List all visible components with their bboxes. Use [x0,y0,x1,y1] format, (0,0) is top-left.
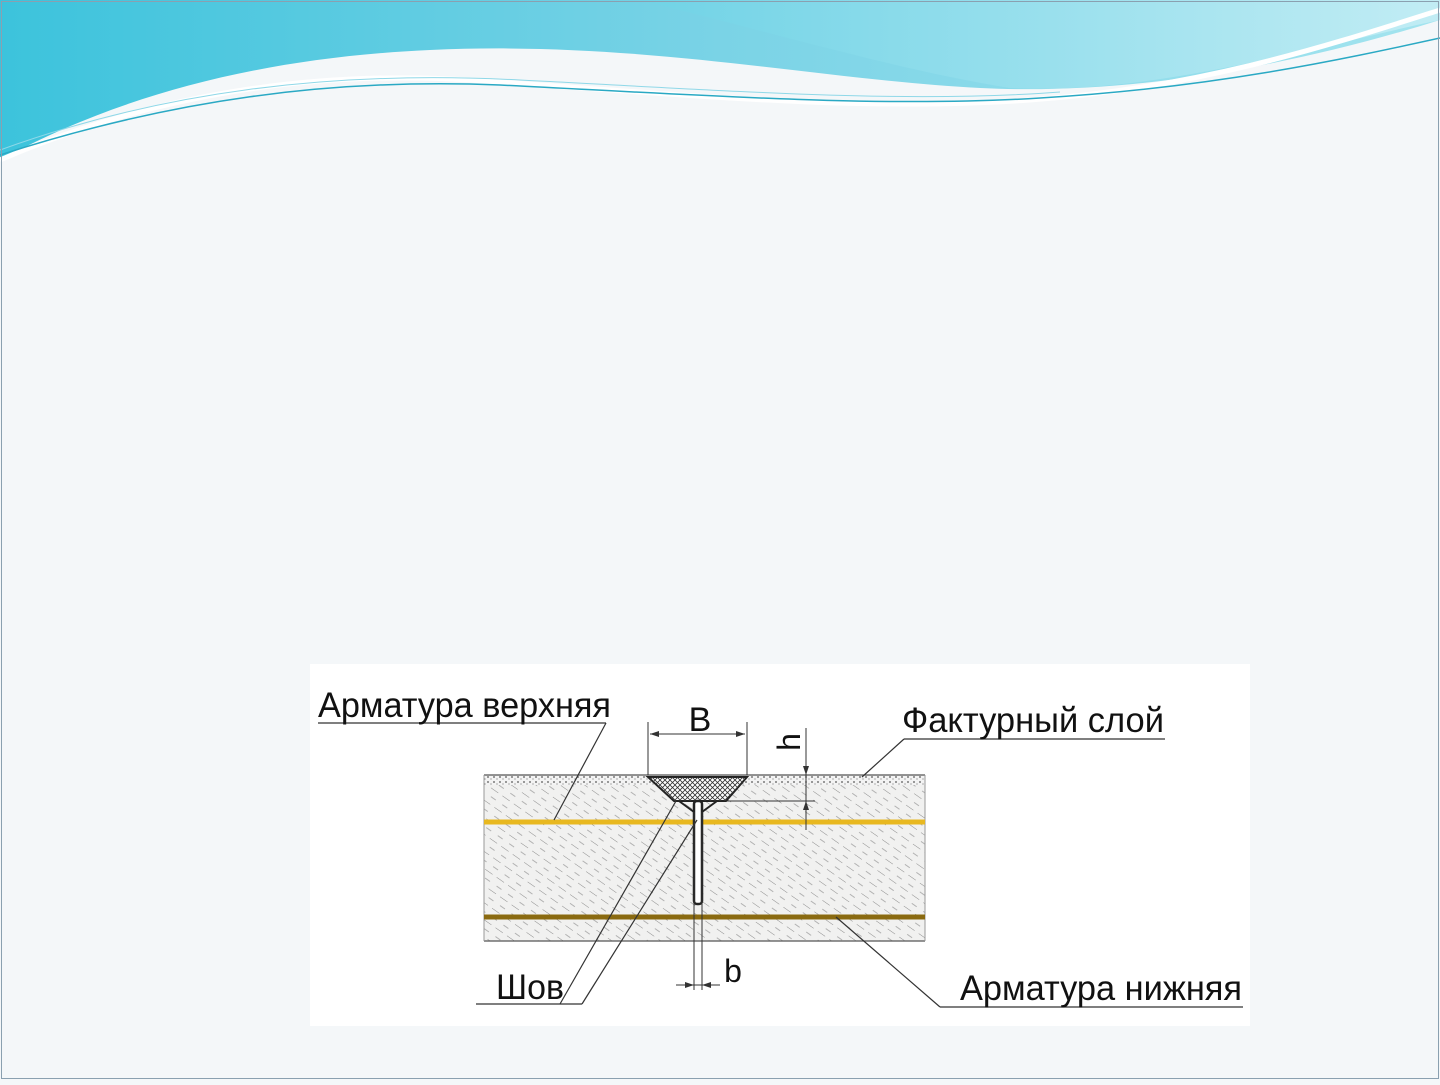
callout-bottom-rebar: Арматура нижняя [835,916,1243,1008]
dimension-b: b [676,953,742,989]
dimension-B-label: B [689,701,712,739]
label-top-rebar: Арматура верхняя [318,686,611,725]
dimension-h: h [727,728,815,830]
callout-seam: Шов [476,800,698,1007]
seam-slot [692,799,704,906]
header-wave-decoration [0,0,1440,163]
label-texture-layer: Фактурный слой [902,701,1164,740]
callout-texture-layer: Фактурный слой [861,701,1165,778]
callout-top-rebar: Арматура верхняя [318,686,611,821]
slab-cross-section [483,774,926,990]
dimension-B: B [647,701,748,775]
label-seam: Шов [496,968,564,1007]
dimension-h-label: h [771,733,807,751]
dimension-b-label: b [724,953,742,989]
label-bottom-rebar: Арматура нижняя [960,969,1242,1008]
